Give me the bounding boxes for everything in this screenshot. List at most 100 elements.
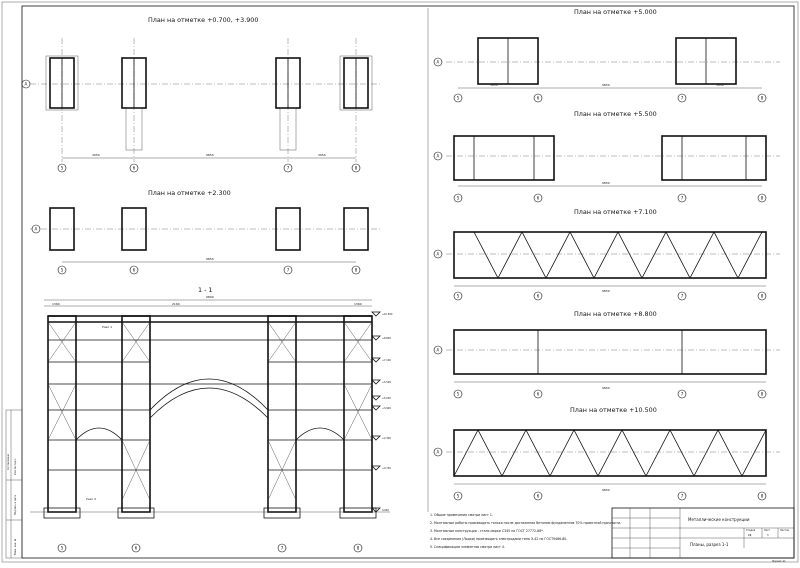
- svg-text:A: A: [437, 252, 440, 257]
- plan-title-2: План на отметке +2.300: [148, 189, 231, 197]
- svg-text:A: A: [437, 60, 440, 65]
- plan-title-3: План на отметке +5.000: [574, 8, 657, 16]
- section-1-1: 1 - 1 9800 1360 2160 1360: [30, 286, 393, 553]
- svg-text:5: 5: [61, 166, 64, 171]
- svg-text:7: 7: [287, 166, 290, 171]
- note-line: 2. Монтажные работы производить только п…: [430, 521, 621, 525]
- svg-text:6: 6: [537, 392, 540, 397]
- svg-text:A: A: [437, 348, 440, 353]
- elevation-label: +5.500: [382, 381, 391, 384]
- plan-title-1: План на отметке +0.700, +3.900: [148, 16, 258, 24]
- plan-title-4: План на отметке +5.500: [574, 110, 657, 118]
- left-binding-strip: Согласовано Взам. инв. № Подпись и дата …: [5, 409, 23, 559]
- elevation-triangle: [371, 379, 381, 385]
- sheets-label: Листов: [780, 529, 790, 532]
- note-line: 4. Все соединения (Лодки) производить эл…: [430, 537, 567, 541]
- elevation-label: +8.800: [382, 337, 391, 340]
- elevation-triangle: [371, 465, 381, 471]
- note-line: 3. Монтажные конструкции - сталь марки С…: [430, 529, 544, 533]
- elevation-label: +3.900: [382, 407, 391, 410]
- svg-text:9800: 9800: [206, 295, 214, 299]
- svg-text:8: 8: [761, 196, 764, 201]
- section-title: 1 - 1: [198, 286, 213, 294]
- svg-text:8: 8: [357, 546, 360, 551]
- node-label-2: Узел 2: [86, 497, 96, 501]
- plan-2300: План на отметке +2.300 A 9850 5 6 7 8: [30, 189, 380, 275]
- svg-text:9850: 9850: [602, 488, 610, 492]
- elevation-triangle: [371, 507, 381, 513]
- elevation-label: +7.100: [382, 359, 391, 362]
- svg-text:7: 7: [681, 96, 684, 101]
- sheet-title: Планы, разрез 1-1: [690, 542, 729, 547]
- svg-text:7: 7: [681, 196, 684, 201]
- svg-text:1360: 1360: [354, 302, 362, 306]
- svg-text:5: 5: [457, 294, 460, 299]
- elevation-triangle: [371, 335, 381, 341]
- svg-text:6: 6: [135, 546, 138, 551]
- svg-text:8: 8: [355, 166, 358, 171]
- svg-text:A: A: [437, 154, 440, 159]
- svg-text:6: 6: [537, 494, 540, 499]
- svg-text:6: 6: [537, 96, 540, 101]
- svg-text:5: 5: [457, 196, 460, 201]
- svg-text:9850: 9850: [602, 386, 610, 390]
- svg-text:A: A: [437, 450, 440, 455]
- plan-5500: План на отметке +5.500 A 9850 5 6 7 8: [433, 110, 780, 203]
- elevation-label: +5.000: [382, 397, 391, 400]
- svg-text:3950: 3950: [318, 153, 326, 157]
- node-label-1: Узел 1: [102, 325, 112, 329]
- svg-text:8: 8: [355, 268, 358, 273]
- elevation-triangle: [371, 395, 381, 401]
- strip-sign: Подпись и дата: [14, 495, 17, 515]
- svg-text:7: 7: [281, 546, 284, 551]
- elevation-triangle: [371, 311, 381, 317]
- plan-5000: План на отметке +5.000 A 3950 9850 3950 …: [433, 8, 780, 103]
- svg-text:3950: 3950: [92, 153, 100, 157]
- svg-text:8: 8: [761, 494, 764, 499]
- elevation-label: +10.500: [382, 313, 393, 316]
- plan-title-6: План на отметке +8.800: [574, 310, 657, 318]
- svg-text:9850: 9850: [206, 153, 214, 157]
- note-line: 1. Общие примечания смотри лист 1.: [430, 513, 493, 517]
- svg-text:6: 6: [537, 196, 540, 201]
- svg-text:6: 6: [133, 166, 136, 171]
- sheet-label: Лист: [764, 529, 771, 532]
- doc-title: Металлические конструкции: [688, 517, 750, 522]
- svg-text:6: 6: [133, 268, 136, 273]
- svg-text:5: 5: [61, 546, 64, 551]
- svg-text:5: 5: [457, 494, 460, 499]
- svg-text:8: 8: [761, 392, 764, 397]
- svg-text:7: 7: [681, 392, 684, 397]
- svg-text:7: 7: [287, 268, 290, 273]
- strip-agreed: Согласовано: [7, 453, 10, 470]
- svg-text:8: 8: [761, 294, 764, 299]
- svg-text:6: 6: [537, 294, 540, 299]
- svg-text:5: 5: [61, 268, 64, 273]
- svg-text:A: A: [35, 227, 38, 232]
- inner-frame: [21, 5, 795, 559]
- format-label: Формат А1: [772, 560, 786, 563]
- sheet-value: 3: [767, 534, 769, 537]
- plan-title-7: План на отметке +10.500: [570, 406, 657, 414]
- svg-text:8: 8: [761, 96, 764, 101]
- svg-text:1360: 1360: [52, 302, 60, 306]
- svg-text:5: 5: [457, 392, 460, 397]
- stage-label: Стадия: [746, 529, 756, 532]
- plan-7100: План на отметке +7.100 A 9850 5 6 7 8: [433, 208, 780, 301]
- strip-replace: Взам. инв. №: [14, 538, 17, 555]
- elevation-triangle: [371, 357, 381, 363]
- strip-inv: Инв. № подл.: [14, 458, 17, 475]
- svg-text:7: 7: [681, 294, 684, 299]
- svg-text:9850: 9850: [602, 83, 610, 87]
- elevation-triangle: [371, 435, 381, 441]
- plan-0700-3900: План на отметке +0.700, +3.900 A 3950 98…: [21, 16, 380, 173]
- plan-8800: План на отметке +8.800 A 9850 5 6 7 8: [433, 310, 780, 399]
- elevation-marks: +10.500+8.800+7.100+5.500+5.000+3.900+2.…: [371, 311, 393, 513]
- plan-10500: План на отметке +10.500 A 9850 5 6 7 8: [433, 406, 780, 501]
- svg-text:7: 7: [681, 494, 684, 499]
- elevation-label: 0.000: [382, 509, 389, 512]
- svg-text:A: A: [25, 82, 28, 87]
